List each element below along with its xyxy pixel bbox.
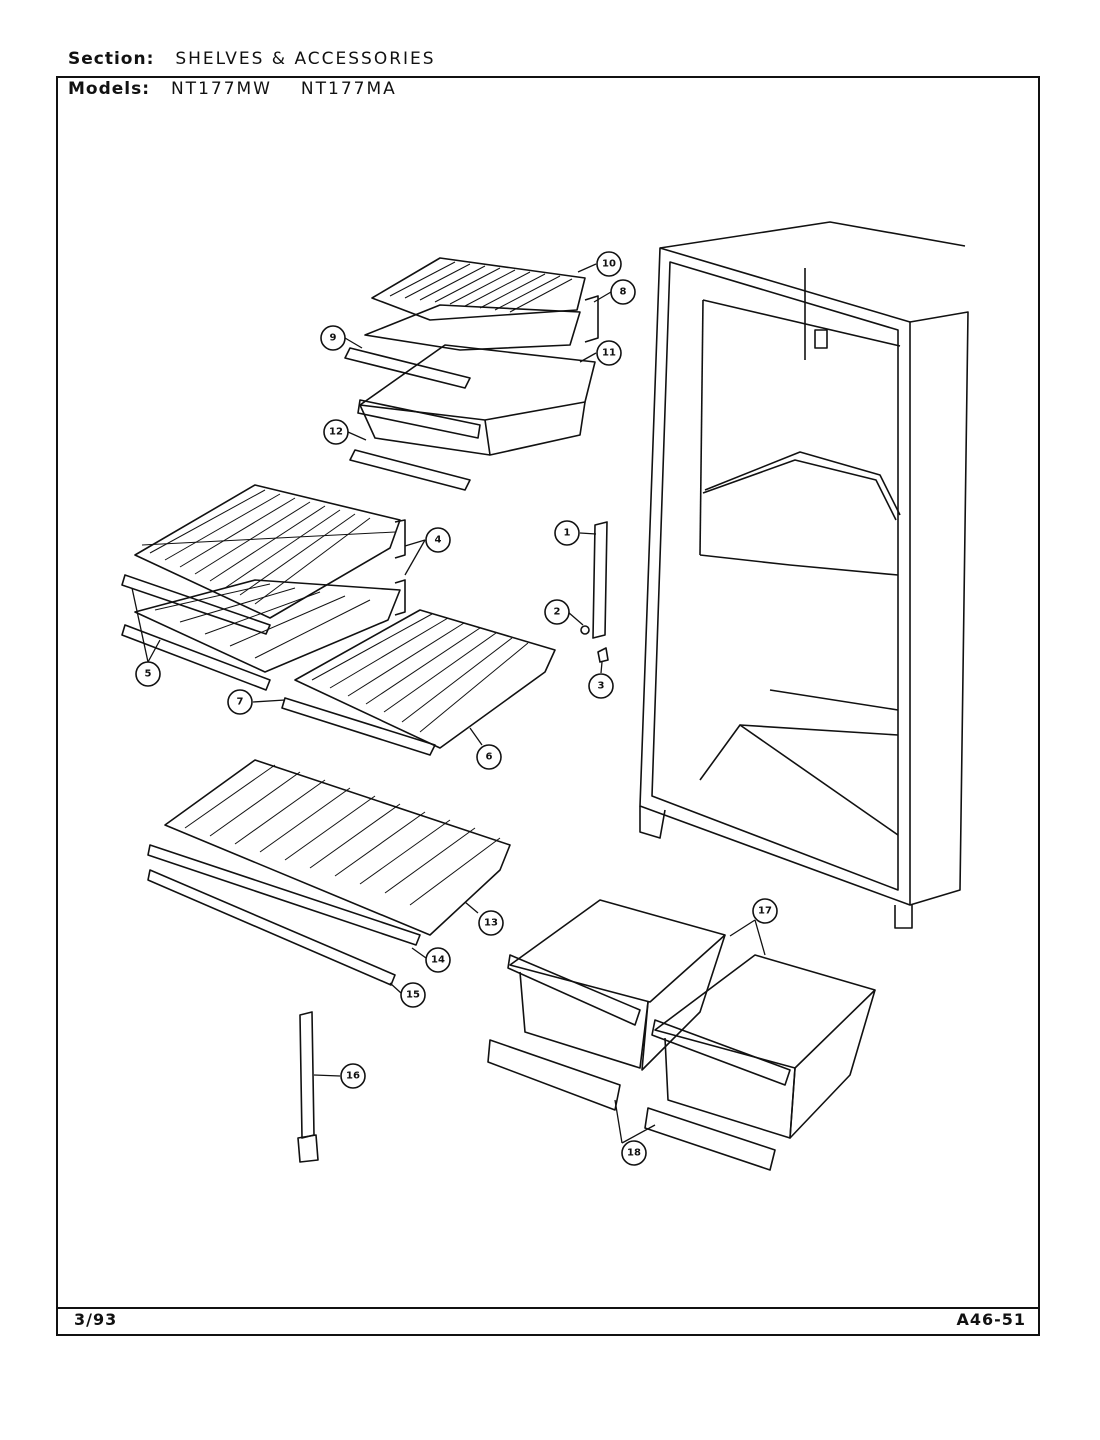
section-label: Section:: [68, 49, 155, 69]
callout-number: 15: [406, 990, 420, 1001]
diagram-frame: [56, 76, 1040, 1336]
models-label: Models:: [68, 79, 151, 99]
callout-number: 6: [486, 752, 493, 763]
callout-10: 10: [596, 251, 622, 277]
callout-14: 14: [425, 947, 451, 973]
meat-keeper-assembly: [344, 257, 599, 491]
callout-number: 11: [602, 348, 616, 359]
callout-15: 15: [400, 982, 426, 1008]
callout-number: 3: [598, 681, 605, 692]
callout-number: 2: [554, 607, 561, 618]
callout-number: 14: [431, 955, 445, 966]
callout-number: 13: [484, 918, 498, 929]
callout-3: 3: [588, 673, 614, 699]
callout-13: 13: [478, 910, 504, 936]
callout-number: 18: [627, 1148, 641, 1159]
refrigerator-cabinet: [639, 221, 969, 929]
callout-number: 10: [602, 259, 616, 270]
footer-date: 3/93: [74, 1310, 118, 1329]
callout-7: 7: [227, 689, 253, 715]
upper-wire-shelves: [121, 484, 406, 691]
footer-page-code: A46-51: [956, 1310, 1026, 1329]
callout-4: 4: [425, 527, 451, 553]
callout-1: 1: [554, 520, 580, 546]
callout-5: 5: [135, 661, 161, 687]
callout-number: 4: [435, 535, 442, 546]
callout-2: 2: [544, 599, 570, 625]
callout-12: 12: [323, 419, 349, 445]
model-number: NT177MA: [300, 79, 397, 99]
section-value: SHELVES & ACCESSORIES: [175, 49, 436, 69]
callout-6: 6: [476, 744, 502, 770]
callout-8: 8: [610, 279, 636, 305]
half-wire-shelf: [281, 609, 556, 756]
callout-16: 16: [340, 1063, 366, 1089]
glass-shelf: [147, 759, 511, 986]
callout-number: 8: [620, 287, 627, 298]
callout-9: 9: [320, 325, 346, 351]
control-rod: [297, 1011, 319, 1163]
callout-number: 17: [758, 906, 772, 917]
crisper-drawers: [487, 899, 876, 1171]
footer-divider: [56, 1307, 1040, 1309]
model-number: NT177MW: [170, 79, 272, 99]
callout-number: 5: [145, 669, 152, 680]
leader-lines: [131, 263, 766, 1144]
callout-11: 11: [596, 340, 622, 366]
callout-number: 7: [237, 697, 244, 708]
callout-18: 18: [621, 1140, 647, 1166]
callout-number: 9: [330, 333, 337, 344]
callout-number: 12: [329, 427, 343, 438]
section-heading: Section: SHELVES & ACCESSORIES: [68, 49, 436, 69]
callout-17: 17: [752, 898, 778, 924]
callout-number: 16: [346, 1071, 360, 1082]
models-heading: Models: NT177MW NT177MA: [68, 79, 397, 99]
shelf-rail: [580, 521, 609, 663]
callout-number: 1: [564, 528, 571, 539]
